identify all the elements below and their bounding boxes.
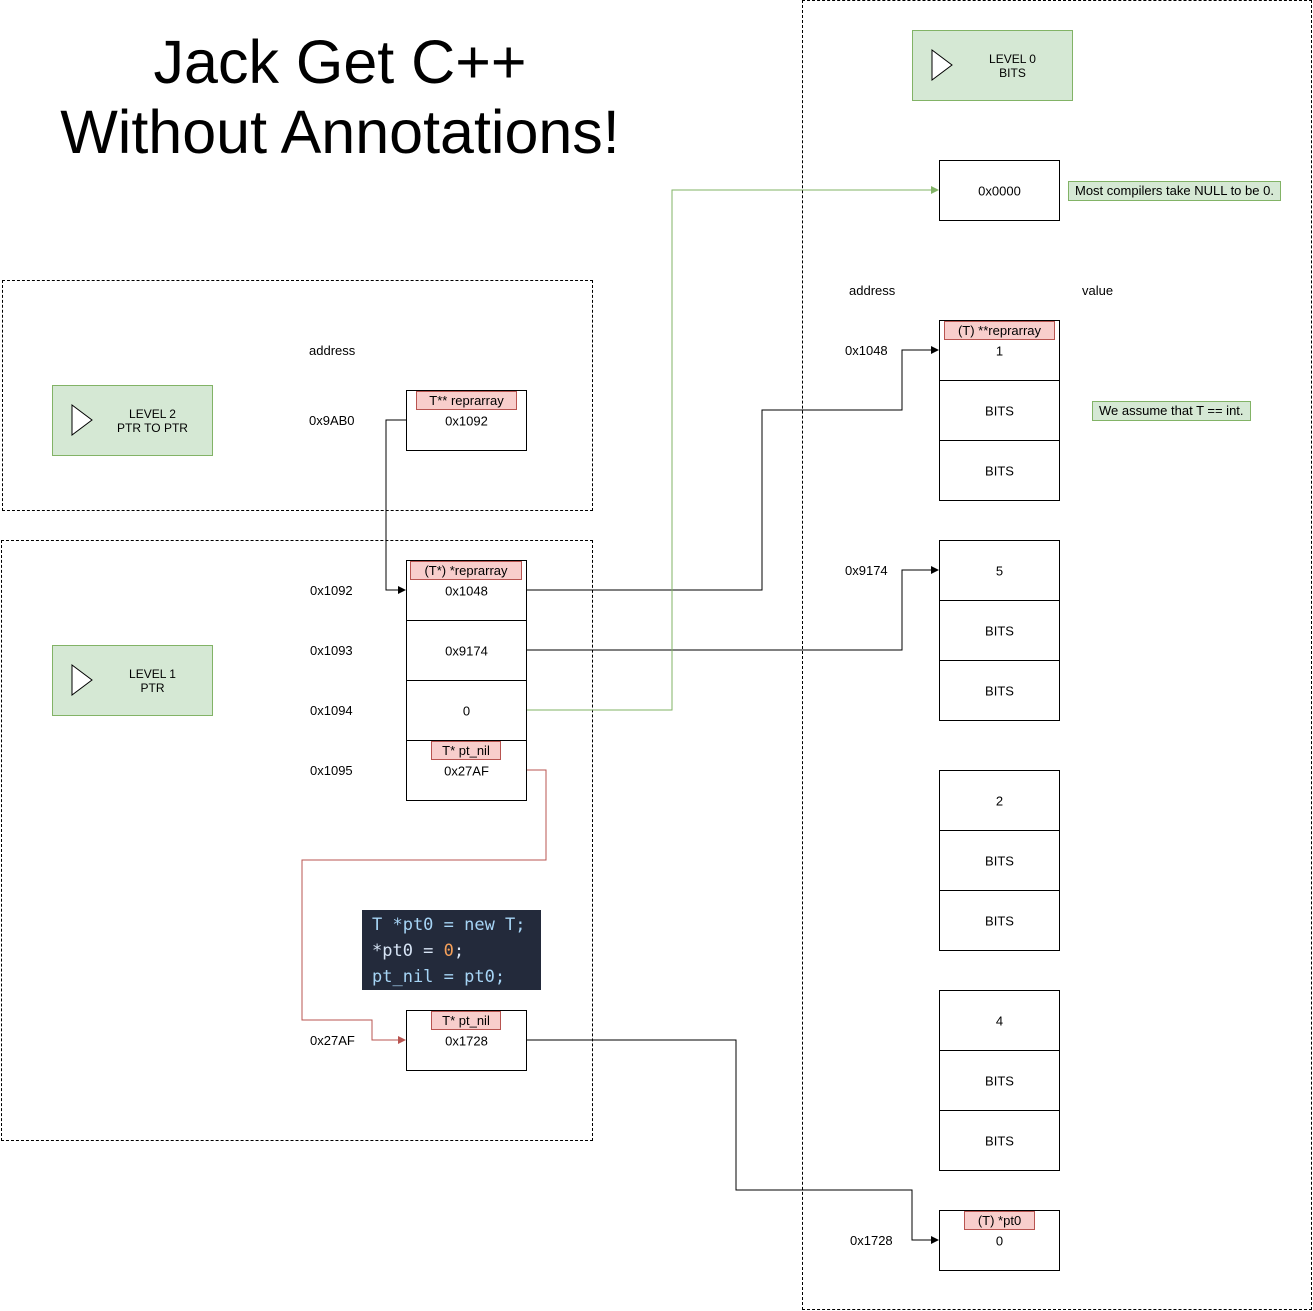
code-snippet: T *pt0 = new T; *pt0 = 0; pt_nil = pt0; xyxy=(362,910,541,990)
level2-name: LEVEL 2 xyxy=(129,406,176,421)
block3-cell-0: 2 xyxy=(939,770,1060,831)
level1-address-3: 0x1095 xyxy=(310,763,353,778)
variable-tag: (T) *pt0 xyxy=(964,1211,1035,1230)
play-icon xyxy=(71,664,93,696)
block3-cell-1: BITS xyxy=(939,830,1060,891)
pt-nil-address: 0x27AF xyxy=(310,1033,355,1048)
edge-reprarray-to-level1 xyxy=(385,419,406,594)
cell-value: BITS xyxy=(985,463,1014,478)
cell-value: BITS xyxy=(985,683,1014,698)
cell-value: 5 xyxy=(995,563,1004,578)
variable-tag: T* pt_nil xyxy=(431,1011,501,1030)
title-line-2: Without Annotations! xyxy=(60,98,620,166)
cell-value: BITS xyxy=(985,853,1014,868)
code-token: *pt0 = xyxy=(372,941,444,961)
right-value-header: value xyxy=(1082,283,1114,298)
code-token: ; xyxy=(453,941,465,961)
level2-region xyxy=(2,280,593,511)
block2-cell-0: 5 xyxy=(939,540,1060,601)
block2-cell-1: BITS xyxy=(939,600,1060,661)
block2-cell-2: BITS xyxy=(939,660,1060,721)
title-line-1: Jack Get C++ xyxy=(153,28,527,96)
left-address-header: address xyxy=(309,343,356,358)
block4-cell-1: BITS xyxy=(939,1050,1060,1111)
cell-value: BITS xyxy=(985,1133,1014,1148)
code-number: 0 xyxy=(443,941,454,961)
level2-address: 0x9AB0 xyxy=(309,413,355,428)
cell-value: BITS xyxy=(985,623,1014,638)
block2-address: 0x9174 xyxy=(845,563,888,578)
level0-region xyxy=(802,0,1312,1310)
variable-tag: (T) **reprarray xyxy=(944,321,1055,340)
level0-name: LEVEL 0 xyxy=(989,51,1036,66)
cell-value: BITS xyxy=(985,913,1014,928)
variable-tag: T* pt_nil xyxy=(431,741,501,760)
cell-value: 0 xyxy=(995,1233,1004,1248)
level1-memory-cell-1: 0x9174 xyxy=(406,620,527,681)
code-line-2: *pt0 = 0; xyxy=(372,938,531,964)
cell-value: 1 xyxy=(995,343,1004,358)
block4-cell-0: 4 xyxy=(939,990,1060,1051)
cell-value: 4 xyxy=(995,1013,1004,1028)
block4-cell-2: BITS xyxy=(939,1110,1060,1171)
level2-sub: PTR TO PTR xyxy=(117,420,188,435)
level1-sub: PTR xyxy=(140,680,165,695)
edge-1092-to-1048 xyxy=(526,346,939,591)
play-icon xyxy=(71,404,93,436)
level1-name: LEVEL 1 xyxy=(129,666,176,681)
level0-sub: BITS xyxy=(999,65,1026,80)
edge-27af-to-1728 xyxy=(526,1039,939,1244)
edge-1093-to-9174 xyxy=(526,566,939,651)
pt0-address: 0x1728 xyxy=(850,1233,893,1248)
edge-1094-to-null xyxy=(526,186,939,711)
block1-cell-2: BITS xyxy=(939,440,1060,501)
cell-value: BITS xyxy=(985,403,1014,418)
level1-address-1: 0x1093 xyxy=(310,643,353,658)
cell-value: 0x0000 xyxy=(978,183,1021,198)
cell-value: 2 xyxy=(995,793,1004,808)
level1-memory-cell-2: 0 xyxy=(406,680,527,741)
block1-cell-1: BITS xyxy=(939,380,1060,441)
int-note: We assume that T == int. xyxy=(1092,401,1251,421)
cell-value: BITS xyxy=(985,1073,1014,1088)
code-line-3: pt_nil = pt0; xyxy=(372,967,506,987)
code-line-1: T *pt0 = new T; xyxy=(372,915,526,935)
level1-address-0: 0x1092 xyxy=(310,583,353,598)
edge-1095-to-27af xyxy=(301,769,547,1044)
variable-tag: T** reprarray xyxy=(416,391,517,410)
cell-value: 0x1048 xyxy=(445,583,488,598)
block1-address: 0x1048 xyxy=(845,343,888,358)
cell-value: 0 xyxy=(462,703,471,718)
variable-tag: (T*) *reprarray xyxy=(410,561,522,580)
cell-value: 0x1092 xyxy=(445,413,488,428)
null-note: Most compilers take NULL to be 0. xyxy=(1068,181,1281,201)
level1-region xyxy=(1,540,593,1141)
level1-address-2: 0x1094 xyxy=(310,703,353,718)
play-icon xyxy=(931,49,953,81)
cell-value: 0x9174 xyxy=(445,643,488,658)
cell-value: 0x1728 xyxy=(445,1033,488,1048)
null-memory-cell: 0x0000 xyxy=(939,160,1060,221)
cell-value: 0x27AF xyxy=(444,763,489,778)
right-address-header: address xyxy=(849,283,896,298)
block3-cell-2: BITS xyxy=(939,890,1060,951)
